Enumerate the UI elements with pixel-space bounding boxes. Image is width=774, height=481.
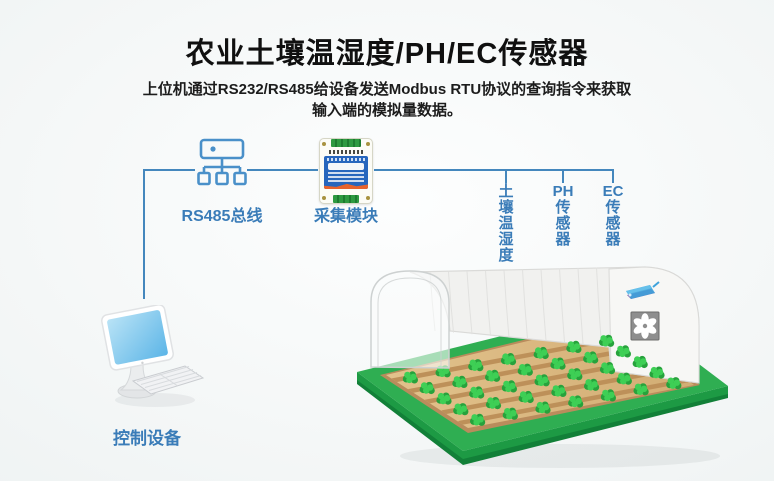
soil-sensor-label: 土 壤 温 湿 度 <box>498 183 514 264</box>
module-front-panel <box>324 156 368 189</box>
screw-icon <box>322 196 326 200</box>
page-title: 农业土壤温湿度/PH/EC传感器 <box>185 38 589 70</box>
monitor <box>101 305 174 371</box>
panel-model-label <box>328 163 364 170</box>
desktop-computer-icon <box>101 305 205 407</box>
screw-icon <box>322 142 326 146</box>
panel-text-lines <box>328 172 364 182</box>
panel-wave-decoration <box>324 183 368 189</box>
pin-row <box>329 150 363 154</box>
connector-line <box>143 169 195 171</box>
page-subtitle: 上位机通过RS232/RS485给设备发送Modbus RTU协议的查询指令来获… <box>142 81 632 119</box>
screw-icon <box>366 142 370 146</box>
connector-line <box>374 169 614 171</box>
front-arch <box>370 270 450 369</box>
terminal-block-bottom <box>333 195 359 203</box>
connector-line <box>143 169 145 299</box>
acquisition-module-image <box>319 138 373 204</box>
module-label: 采集模块 <box>313 208 378 225</box>
connector-line <box>612 169 614 183</box>
connector-line <box>562 169 564 183</box>
connector-line <box>505 169 507 183</box>
panel-dot-row <box>327 158 365 161</box>
ph-sensor-label: PH 传 感 器 <box>552 183 574 248</box>
keyboard <box>131 365 205 395</box>
cctv-camera-icon <box>626 281 660 299</box>
terminal-block-top <box>331 139 361 147</box>
ec-sensor-label: EC 传 感 器 <box>602 183 624 248</box>
greenhouse-illustration <box>357 266 728 468</box>
control-device-label: 控制设备 <box>113 429 181 448</box>
connector-line <box>247 169 318 171</box>
screw-icon <box>366 196 370 200</box>
exhaust-fan-icon <box>630 311 660 341</box>
network-hub-icon <box>197 138 247 186</box>
rs485-bus-label: RS485总线 <box>181 208 263 225</box>
